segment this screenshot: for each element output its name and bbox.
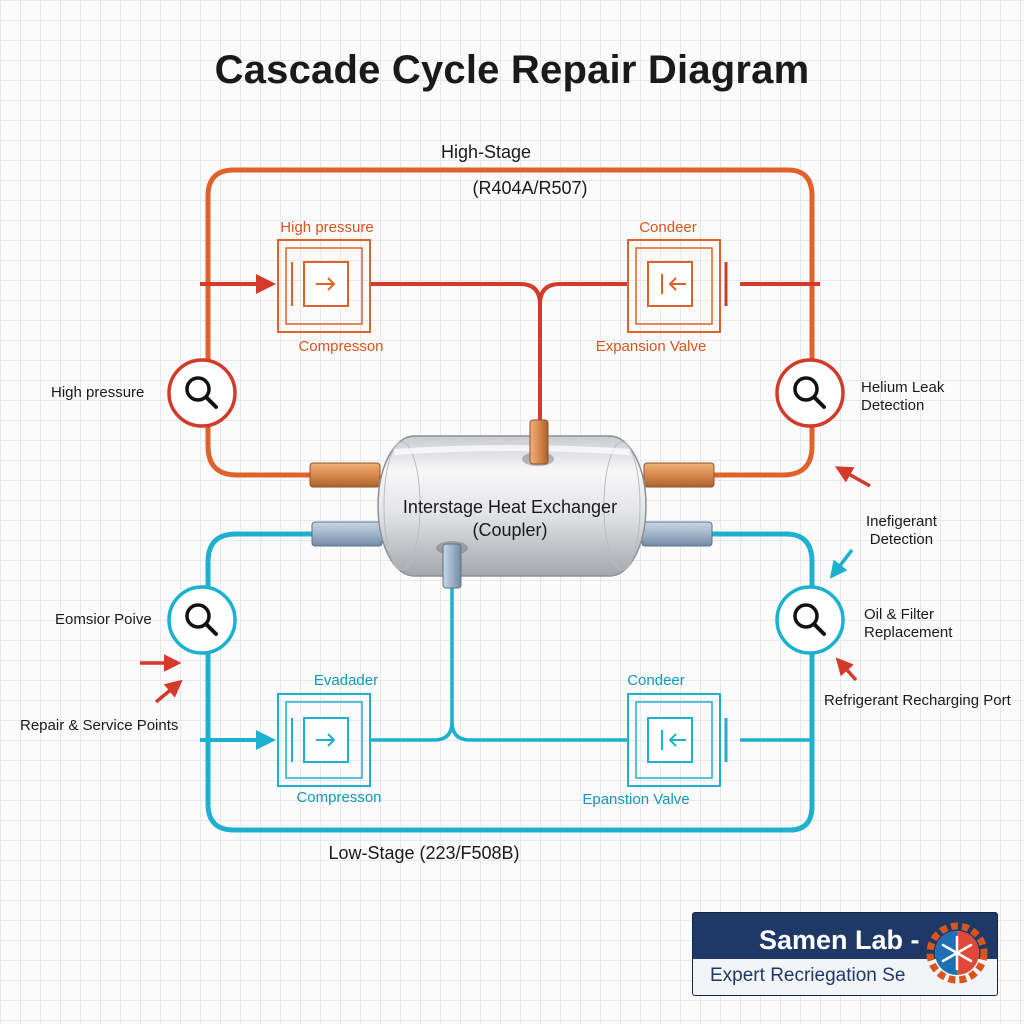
arrow-icon — [154, 679, 183, 704]
arrow-icon — [834, 466, 871, 488]
low-left-box — [277, 693, 371, 787]
high-pressure-point-label: High pressure — [51, 384, 145, 401]
magnifier-icon[interactable] — [167, 585, 237, 655]
oil-filter-label: Oil & Filter Replacement — [864, 606, 952, 642]
high-left-box-caption: Compresson — [298, 338, 384, 355]
page-title: Cascade Cycle Repair Diagram — [214, 48, 810, 92]
low-left-box-label: Evadader — [313, 672, 379, 689]
helium-leak-line1: Helium Leak — [861, 379, 945, 396]
oil-filter-line1: Oil & Filter — [864, 606, 935, 623]
magnifier-icon[interactable] — [167, 358, 237, 428]
refrigerant-detection-label: Inefigerant Detection — [866, 513, 937, 549]
heat-exchanger-line2: (Coupler) — [472, 520, 548, 540]
high-stage-title: High-Stage — [440, 142, 532, 162]
magnifier-icon[interactable] — [775, 585, 845, 655]
magnifier-icon[interactable] — [775, 358, 845, 428]
high-stage-refrigerant: (R404A/R507) — [472, 178, 588, 198]
arrow-icon — [829, 548, 854, 579]
expansion-point-label: Eomsior Poive — [55, 611, 152, 628]
brand-badge: Expert Recriegation Se Samen Lab - — [692, 912, 998, 996]
heat-exchanger-label: Interstage Heat Exchanger (Coupler) — [403, 496, 617, 542]
snowflake-gear-logo — [923, 919, 991, 994]
arrow-icon — [835, 657, 858, 682]
heat-exchanger — [309, 419, 715, 589]
high-right-box-caption: Expansion Valve — [595, 338, 707, 355]
high-stage-loop — [200, 167, 820, 478]
oil-filter-line2: Replacement — [864, 624, 953, 641]
low-right-box-label: Condeer — [627, 672, 685, 689]
helium-leak-line2: Detection — [861, 397, 925, 414]
heat-exchanger-line1: Interstage Heat Exchanger — [402, 497, 618, 517]
high-right-box — [627, 239, 721, 333]
high-left-box — [277, 239, 371, 333]
refrigerant-detection-line2: Detection — [869, 531, 934, 548]
low-right-box — [627, 693, 721, 787]
low-left-box-caption: Compresson — [296, 789, 382, 806]
recharging-port-label: Refrigerant Recharging Port — [824, 692, 1011, 709]
low-stage-loop — [200, 531, 815, 833]
high-right-box-label: Condeer — [639, 219, 697, 236]
refrigerant-detection-line1: Inefigerant — [866, 513, 937, 530]
badge-subtitle: Expert Recriegation Se — [710, 965, 906, 986]
helium-leak-label: Helium Leak Detection — [861, 379, 944, 415]
badge-title: Samen Lab - — [759, 925, 920, 955]
service-points-legend: Repair & Service Points — [20, 717, 179, 734]
low-right-box-caption: Epanstion Valve — [582, 791, 690, 808]
high-left-box-label: High pressure — [280, 219, 374, 236]
low-stage-title: Low-Stage (223/F508B) — [328, 843, 520, 863]
